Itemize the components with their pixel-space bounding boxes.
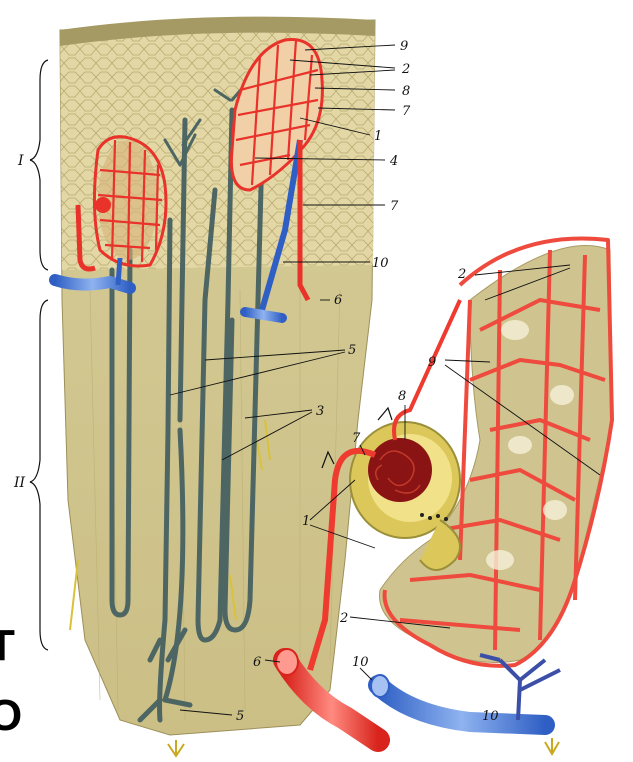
label-6-right: 6 [253,655,261,670]
label-10-bottom: 10 [482,709,499,724]
label-1-right: 1 [302,514,310,529]
bracket-medulla [30,300,48,650]
label-5-bottom: 5 [236,709,244,724]
edge-letter-top: T [0,621,15,670]
label-7-right: 7 [352,431,361,446]
label-9-left: 9 [400,39,408,54]
zone-label-medulla: II [13,475,26,491]
label-7-left: 7 [402,104,411,119]
label-6-left: 6 [334,293,342,308]
label-7-mid: 7 [390,199,399,214]
label-8-right: 8 [398,389,406,404]
label-4: 4 [389,154,398,169]
kidney-section-left [55,17,375,756]
flow-arrow-out [378,408,392,420]
label-5-top: 5 [348,343,356,358]
label-9-right: 9 [428,355,436,370]
label-10-left: 10 [372,256,389,271]
bracket-cortex [30,60,48,270]
edge-letter-bottom: O [0,691,22,740]
label-2-left: 2 [401,62,410,77]
flow-arrow-right [545,738,559,754]
label-1-left: 1 [374,129,382,144]
label-2-bottom-right: 2 [339,611,348,626]
label-10-mid: 10 [352,655,369,670]
flow-arrow-left [168,740,184,756]
label-2-top-right: 2 [457,267,466,282]
label-3: 3 [316,404,324,419]
efferent-arteriole [394,300,460,440]
zone-label-cortex: I [17,153,24,169]
label-8-left: 8 [402,84,410,99]
